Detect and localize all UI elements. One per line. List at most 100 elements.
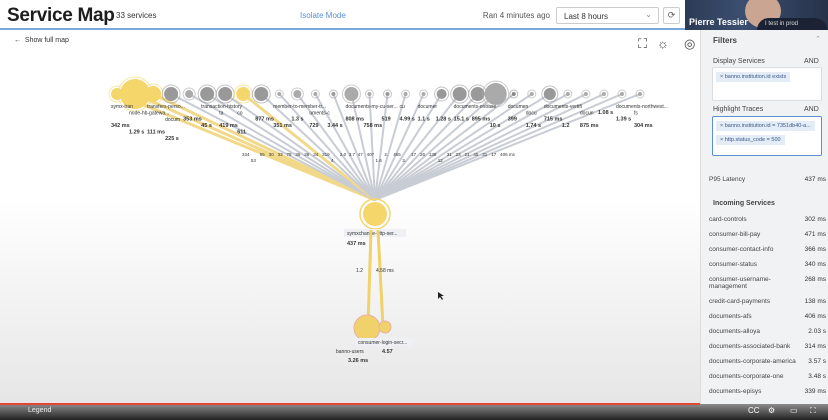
service-node-ring[interactable]	[635, 89, 645, 99]
fullscreen-icon[interactable]: ⛶	[810, 406, 816, 415]
service-node[interactable]	[277, 92, 282, 96]
center-node[interactable]	[363, 202, 387, 226]
settings-icon[interactable]: ⚙	[768, 406, 776, 415]
service-node[interactable]	[236, 87, 251, 101]
service-node[interactable]	[353, 314, 381, 342]
service-node-ring[interactable]	[617, 89, 627, 99]
fit-view-button[interactable]: ⛶	[638, 36, 647, 52]
service-node-ring[interactable]	[581, 89, 591, 99]
service-node-ring[interactable]	[383, 89, 393, 99]
service-node[interactable]	[164, 87, 179, 101]
refresh-button[interactable]: ⟳	[663, 7, 680, 24]
edge-latency-label: 3.7	[349, 152, 356, 157]
filter-chip[interactable]: × http.status_code = 500	[716, 135, 785, 145]
service-node-ring[interactable]	[482, 80, 510, 108]
service-node[interactable]	[421, 92, 426, 96]
service-node-ring[interactable]	[599, 89, 609, 99]
service-node[interactable]	[200, 87, 215, 101]
filter-chip[interactable]: × banno.institution.id exists	[716, 72, 791, 82]
service-node[interactable]	[218, 87, 233, 101]
cast-icon[interactable]: ▭	[790, 406, 798, 415]
edge-latency-label: 4.	[331, 158, 335, 163]
service-edge	[152, 92, 376, 202]
layout-button[interactable]: ☼	[657, 36, 669, 51]
service-node-ring[interactable]	[541, 85, 559, 103]
service-node[interactable]	[385, 92, 390, 96]
highlight-traces-operator[interactable]: AND	[804, 106, 819, 113]
service-node-ring[interactable]	[364, 89, 374, 99]
display-services-operator[interactable]: AND	[804, 58, 819, 65]
service-node[interactable]	[484, 83, 507, 105]
center-button[interactable]: ◎	[684, 36, 695, 52]
service-node-ring[interactable]	[290, 87, 304, 101]
node-latency: 1.29 s	[129, 130, 144, 136]
service-node-ring[interactable]	[310, 89, 320, 99]
service-node-ring[interactable]	[527, 89, 537, 99]
service-edge	[374, 93, 461, 201]
isolate-mode-link[interactable]: Isolate Mode	[300, 11, 346, 20]
service-node-ring[interactable]	[509, 89, 519, 99]
service-node[interactable]	[601, 92, 606, 96]
service-node[interactable]	[452, 87, 467, 101]
service-node[interactable]	[293, 90, 302, 98]
service-node-ring[interactable]	[251, 84, 271, 104]
service-node-ring[interactable]	[328, 89, 338, 99]
service-node-ring[interactable]	[142, 83, 164, 105]
time-range-select[interactable]: Last 8 hours⌄	[556, 7, 659, 24]
highlight-traces-input[interactable]: × banno.institution.id = 7351db40-a... ×…	[712, 116, 822, 156]
captions-button[interactable]: CC	[748, 406, 760, 415]
service-node[interactable]	[120, 79, 151, 109]
service-node[interactable]	[254, 87, 269, 101]
service-node-ring[interactable]	[161, 84, 181, 104]
video-progress-bar[interactable]	[0, 403, 700, 405]
service-node-ring[interactable]	[182, 87, 196, 101]
service-node[interactable]	[378, 320, 392, 334]
service-node[interactable]	[529, 92, 534, 96]
service-node[interactable]	[344, 87, 359, 101]
service-node[interactable]	[638, 92, 642, 96]
service-node[interactable]	[470, 87, 485, 101]
service-node[interactable]	[436, 89, 447, 99]
service-node-ring[interactable]	[434, 86, 450, 102]
service-node-ring[interactable]	[401, 89, 411, 99]
service-node[interactable]	[403, 92, 408, 96]
service-node[interactable]	[331, 92, 336, 96]
service-node[interactable]	[111, 88, 123, 100]
service-node-ring[interactable]	[341, 84, 361, 104]
legend-toggle[interactable]: Legend	[28, 407, 51, 414]
service-node-ring[interactable]	[419, 89, 429, 99]
service-edge	[376, 229, 385, 328]
show-full-map-button[interactable]: ← Show full map	[14, 37, 69, 44]
edge-latency-label: 3.	[402, 158, 406, 163]
service-node-ring[interactable]	[563, 89, 573, 99]
service-node[interactable]	[185, 90, 194, 98]
service-node[interactable]	[619, 92, 624, 96]
service-graph[interactable]: symx-trannode-hb-gatewa...transfers-pers…	[0, 32, 700, 404]
service-node[interactable]	[565, 92, 570, 96]
service-name: documents-alloya	[709, 328, 760, 335]
service-node[interactable]	[145, 86, 162, 102]
filter-chip[interactable]: × banno.institution.id = 7351db40-a...	[716, 121, 815, 131]
service-node[interactable]	[367, 92, 372, 96]
service-node[interactable]	[313, 92, 318, 96]
collapse-icon[interactable]: ⌃	[815, 36, 821, 43]
service-node[interactable]	[543, 88, 556, 100]
edge-latency-label: 407	[367, 152, 375, 157]
service-node[interactable]	[511, 92, 516, 96]
service-node-ring[interactable]	[274, 89, 284, 99]
display-services-input[interactable]: × banno.institution.id exists	[712, 67, 822, 101]
service-node[interactable]	[583, 92, 588, 96]
